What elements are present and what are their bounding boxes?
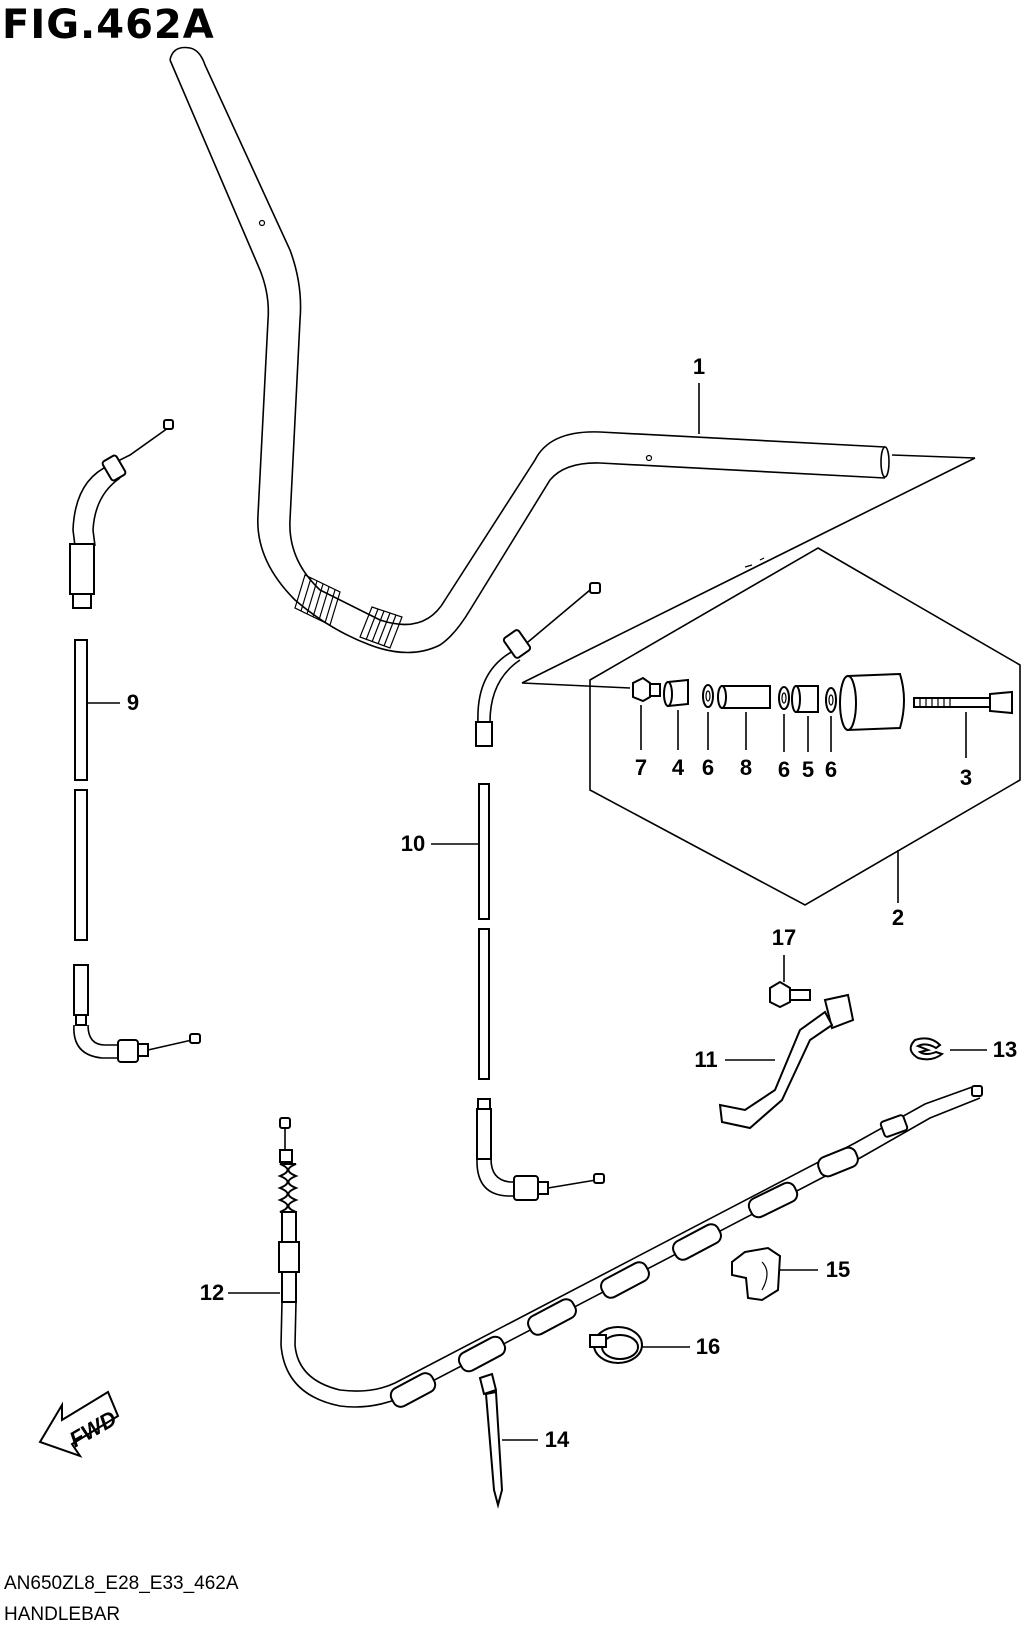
part-3-bolt[interactable]: 3 (913, 690, 1013, 790)
bracket-11[interactable]: 11 (694, 993, 855, 1130)
throttle-cable-9[interactable]: 9 (69, 419, 201, 1063)
callout-11: 11 (694, 1047, 717, 1072)
throttle-cable-10[interactable]: 10 (401, 582, 605, 1201)
part-4-collar[interactable]: 4 (663, 678, 689, 780)
callout-16: 16 (696, 1334, 720, 1359)
part-6-washer[interactable]: 6 (825, 687, 837, 782)
callout-9: 9 (127, 690, 139, 715)
clutch-cable-12[interactable]: 12 (200, 1085, 983, 1410)
part-6-washer[interactable]: 6 (778, 686, 790, 782)
callout-5: 5 (802, 757, 814, 782)
forward-arrow-icon: FWD (38, 1390, 121, 1458)
bar-end-weight-assembly[interactable]: 2 7 4 6 8 (589, 547, 1021, 930)
callout-12: 12 (200, 1280, 224, 1305)
callout-6b: 6 (778, 757, 790, 782)
callout-4: 4 (672, 755, 685, 780)
clamp-16[interactable]: 16 (589, 1326, 720, 1364)
part-6-washer[interactable]: 6 (702, 684, 714, 780)
callout-10: 10 (401, 831, 425, 856)
figure-code: AN650ZL8_E28_E33_462A (4, 1573, 239, 1594)
callout-13: 13 (993, 1037, 1017, 1062)
callout-14: 14 (545, 1427, 570, 1452)
handlebar[interactable]: 1 (169, 46, 890, 654)
callout-6c: 6 (825, 757, 837, 782)
callout-6a: 6 (702, 755, 714, 780)
callout-1: 1 (693, 354, 705, 379)
figure-name: HANDLEBAR (4, 1604, 121, 1625)
callout-3: 3 (960, 765, 972, 790)
bar-end-weight[interactable] (839, 672, 905, 732)
bolt-17[interactable]: 17 (769, 925, 811, 1009)
callout-2: 2 (892, 905, 904, 930)
cable-tie-14[interactable]: 14 (478, 1372, 570, 1509)
callout-17: 17 (772, 925, 796, 950)
part-8-spacer[interactable]: 8 (717, 685, 771, 780)
clamp-15[interactable]: 15 (731, 1246, 850, 1302)
callout-7: 7 (635, 755, 647, 780)
part-7-screw[interactable]: 7 (632, 676, 661, 780)
callout-8: 8 (740, 755, 752, 780)
figure-title: FIG.462A (2, 2, 215, 48)
part-5-collar[interactable]: 5 (791, 685, 819, 782)
e-clip-13[interactable]: 13 (909, 1037, 1018, 1062)
callout-15: 15 (826, 1257, 850, 1282)
